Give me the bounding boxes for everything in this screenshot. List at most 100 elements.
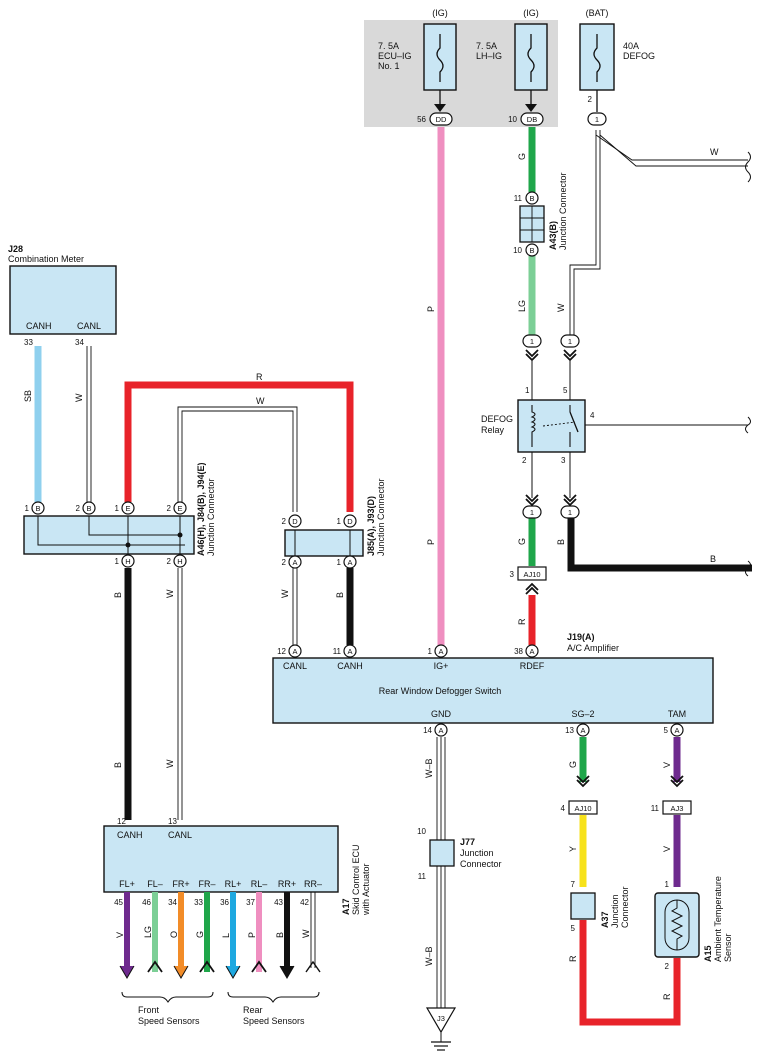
amp-top-pin-letter: A [529, 647, 534, 656]
j85-bottom-pin-letter: A [347, 558, 352, 567]
junction-a43-pin-bottom: 10 [513, 246, 522, 255]
supply-fuse3-1: DEFOG [623, 51, 655, 61]
amp-terminal-label: RDEF [520, 661, 545, 671]
wire-w-bat-top-b [599, 130, 748, 167]
chevron-down-icon [563, 349, 577, 362]
coil-icon [530, 405, 536, 447]
wire-w-bat-down-b [573, 135, 601, 335]
ecu-terminal-pin: 33 [194, 898, 203, 907]
junction-j85-code: J85(A), J93(D) [366, 496, 376, 556]
skid-ecu-front-0: Front [138, 1005, 160, 1015]
arrow-down-icon [525, 104, 537, 112]
wire-label: B [335, 592, 345, 598]
supply-conn-dd: DD [436, 115, 447, 124]
wire-label: LG [517, 300, 527, 312]
wire-label: W [710, 147, 719, 157]
ground-connector [425, 1007, 457, 1034]
wire-label: G [568, 761, 578, 768]
combination-meter-canh: CANH [26, 321, 52, 331]
amp-top-pin [434, 644, 448, 658]
chevron-down-icon [563, 494, 577, 507]
aj10: AJ10 [574, 804, 591, 813]
ecu-terminal-pin: 45 [114, 898, 123, 907]
sensor-a15-pin-top: 1 [665, 880, 670, 889]
defog-relay-pin4: 4 [590, 411, 595, 420]
supply-pin-2: 2 [588, 95, 593, 104]
chevron-up-icon [147, 960, 163, 973]
fuse-link [593, 34, 601, 82]
amp-terminal-label: CANL [283, 661, 307, 671]
wire-label: P [247, 932, 257, 938]
a46-top-pin-number: 1 [25, 504, 30, 513]
conn-aj3 [662, 800, 692, 815]
skid-ecu-front-1: Speed Sensors [138, 1016, 200, 1026]
defog-relay-pin5: 5 [563, 386, 568, 395]
ecu-terminal-pin: 36 [220, 898, 229, 907]
j85-top-pin-letter: D [347, 517, 353, 526]
ecu-terminal-label: RR– [304, 879, 322, 889]
ecu-terminal-label: FL– [147, 879, 163, 889]
wire-label: O [169, 931, 179, 938]
wire-label: P [426, 539, 436, 545]
skid-control-ecu [103, 825, 339, 893]
amp-top-pin [343, 644, 357, 658]
amp-bottom-pin-number: 5 [664, 726, 669, 735]
wire-label: G [517, 538, 527, 545]
junction-j77-pin-bottom: 11 [418, 872, 427, 881]
chevron-down-icon [525, 494, 539, 507]
wire-label: B [710, 554, 716, 564]
rear-brace [227, 991, 320, 1003]
wire-w-mid [177, 406, 298, 512]
wire-label: G [517, 153, 527, 160]
defog-relay-name-0: DEFOG [481, 414, 513, 424]
sensor-a15-name-0: Ambient Temperature [713, 876, 723, 962]
front-brace [121, 991, 214, 1003]
ecu-terminal-pin: 46 [142, 898, 151, 907]
ig-label: (IG) [432, 8, 448, 18]
junction-j77 [429, 839, 455, 867]
conn-db [520, 112, 544, 126]
junction-a43-letter: B [529, 246, 534, 255]
junction-a37-pin-top: 7 [571, 880, 576, 889]
a46-bottom-pin-number: 1 [115, 557, 120, 566]
arrow-down-icon [119, 965, 135, 979]
combination-meter-name: Combination Meter [8, 254, 84, 264]
amp-bottom-pin [576, 723, 590, 737]
defog-relay-name-1: Relay [481, 425, 505, 435]
conn-bat [587, 112, 607, 126]
j85-top-pin [343, 514, 357, 528]
wire-label: Y [568, 846, 578, 852]
supply-fuse2-0: 7. 5A [476, 41, 497, 51]
sensor-a15-name-1: Sensor [723, 933, 733, 962]
junction-j77-name-0: Junction [460, 848, 494, 858]
a46-top-pin-letter: E [177, 504, 182, 513]
junction-a37-name-0: Junction [610, 894, 620, 928]
conn-aj10 [517, 566, 547, 581]
junction-a37 [570, 892, 596, 920]
j85-top-pin-number: 2 [282, 517, 287, 526]
amp-top-pin-number: 11 [333, 647, 342, 656]
chevron-up-icon [525, 582, 539, 595]
skid-ecu-name-0: Skid Control ECU [351, 844, 361, 915]
ecu-terminal-label: FR– [198, 879, 215, 889]
wire-w-bat-top [595, 130, 748, 161]
ig-label: (IG) [523, 8, 539, 18]
amp-terminal-label: GND [431, 709, 452, 719]
junction-a43-name: Junction Connector [558, 172, 568, 250]
wire-label: W–B [424, 758, 434, 778]
junction-a37-name-1: Connector [620, 886, 630, 928]
j85-top-pin-letter: D [292, 517, 298, 526]
junction-a43-pin-top: 11 [514, 194, 523, 203]
junction-a43-letter: B [529, 194, 534, 203]
amp-top-pin-number: 1 [428, 647, 433, 656]
junction-a37-pin-bottom: 5 [571, 924, 576, 933]
a46-bottom-pin-letter: H [177, 557, 182, 566]
amp-bottom-pin-number: 13 [565, 726, 574, 735]
a46-top-pin-number: 1 [115, 504, 120, 513]
ambient-temperature-sensor [654, 892, 700, 958]
aj3-pin: 11 [651, 804, 660, 813]
arrow-down-icon [279, 965, 295, 979]
supply-pin-10: 10 [508, 115, 517, 124]
wire-label: W [165, 759, 175, 768]
